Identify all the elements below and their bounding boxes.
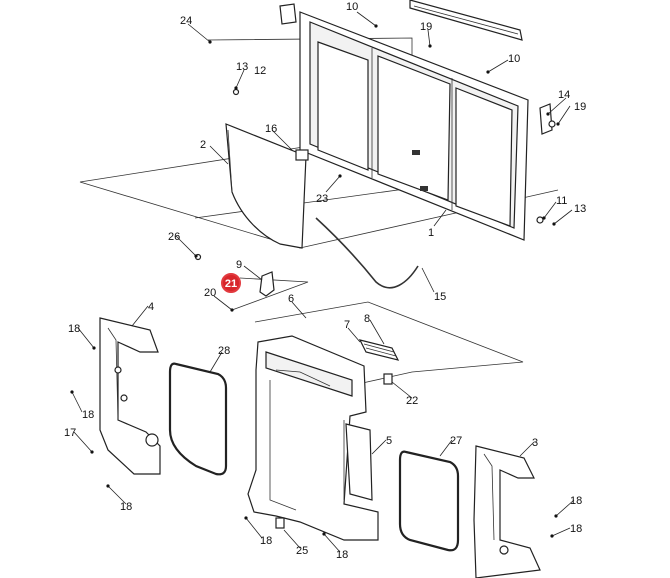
label-plate-22 (383, 373, 393, 385)
hinge-clip-right (539, 103, 556, 135)
screw-11 (536, 216, 544, 224)
callout-10: 10 (508, 53, 520, 65)
callout-1: 1 (428, 227, 434, 239)
gasket-panel-part-27 (398, 450, 460, 552)
callout-26: 26 (168, 231, 180, 243)
callout-19: 19 (574, 101, 586, 113)
callout-18: 18 (68, 323, 80, 335)
callout-18: 18 (120, 501, 132, 513)
hinge-clip-top (279, 3, 297, 25)
callout-20: 20 (204, 287, 216, 299)
callout-2: 2 (200, 139, 206, 151)
callout-7: 7 (344, 319, 350, 331)
callout-23: 23 (316, 193, 328, 205)
leader-dots (70, 24, 560, 538)
callout-13: 13 (236, 61, 248, 73)
leader-lines (71, 11, 575, 553)
callout-4: 4 (148, 301, 154, 313)
main-frame-part-1 (299, 11, 529, 241)
callout-6: 6 (288, 293, 294, 305)
callout-24: 24 (180, 15, 192, 27)
callout-18: 18 (260, 535, 272, 547)
left-side-shroud-part-4 (99, 317, 161, 475)
callout-17: 17 (64, 427, 76, 439)
center-shroud-part-6 (247, 335, 379, 541)
label-plate-25 (275, 517, 285, 529)
callout-28: 28 (218, 345, 230, 357)
callout-25: 25 (296, 545, 308, 557)
callout-21[interactable]: 21 (225, 278, 237, 290)
grille-part-7 (358, 339, 400, 361)
callout-27: 27 (450, 435, 462, 447)
callout-8: 8 (364, 313, 370, 325)
callout-13: 13 (574, 203, 586, 215)
callout-11: 11 (556, 195, 567, 207)
callout-19: 19 (420, 21, 432, 33)
callout-18: 18 (570, 523, 582, 535)
middle-assembly-plane (254, 301, 524, 393)
screw-12 (232, 88, 240, 96)
callout-labels: 24 10 19 10 13 12 14 19 16 2 23 11 13 1 … (64, 1, 586, 561)
callout-14: 14 (558, 89, 570, 101)
gasket-panel-part-28 (168, 362, 228, 476)
cable-part-15 (315, 217, 419, 289)
callout-22: 22 (406, 395, 418, 407)
callout-18: 18 (570, 495, 582, 507)
highlight-marker[interactable] (221, 273, 241, 293)
right-side-shroud-part-3 (473, 445, 541, 578)
highlighted-callout-21[interactable]: 21 (221, 273, 241, 293)
callout-16: 16 (265, 123, 277, 135)
air-deflector-part-2 (225, 123, 309, 249)
callout-3: 3 (532, 437, 538, 449)
callout-15: 15 (434, 291, 446, 303)
callout-12: 12 (254, 65, 266, 77)
bracket-part-9 (259, 271, 275, 297)
callout-5: 5 (386, 435, 392, 447)
shroud-part-5 (345, 423, 373, 501)
callout-18: 18 (82, 409, 94, 421)
callout-9: 9 (236, 259, 242, 271)
callout-10: 10 (346, 1, 358, 13)
callout-18: 18 (336, 549, 348, 561)
